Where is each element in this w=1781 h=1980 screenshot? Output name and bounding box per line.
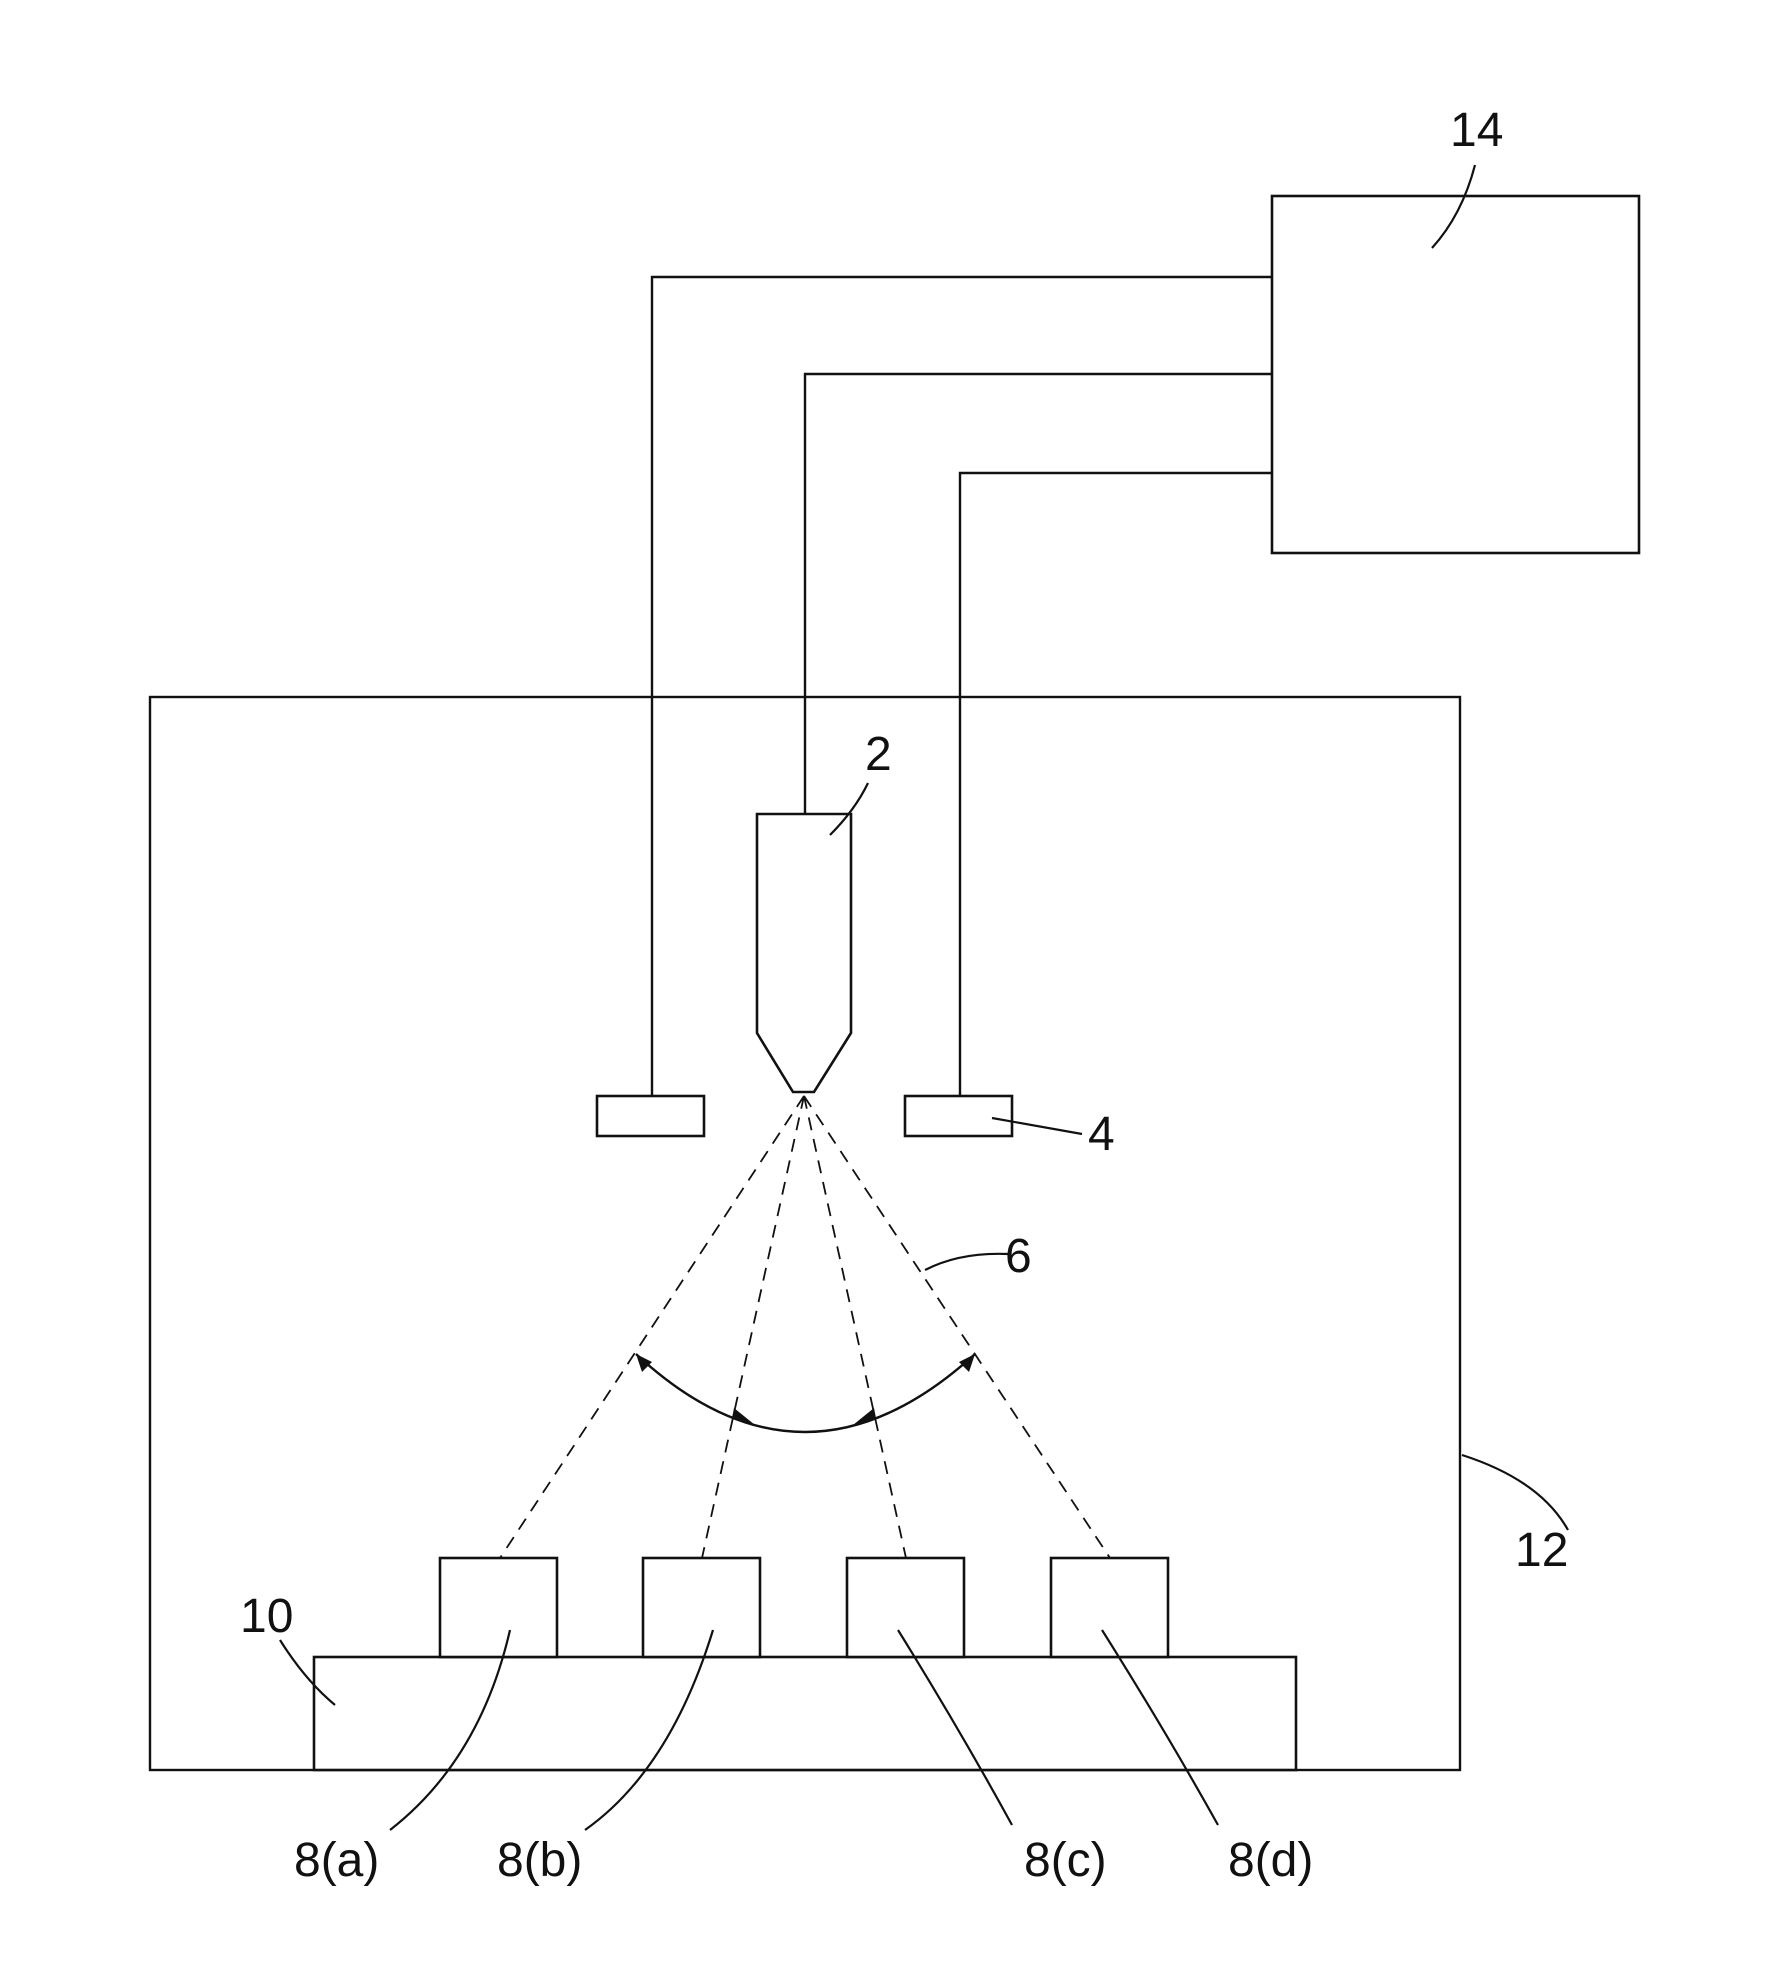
spray-line-a (500, 1096, 804, 1558)
label-nozzle: 2 (865, 728, 892, 781)
arc-arrow-right-end-icon (959, 1354, 975, 1372)
sweep-arc (636, 1354, 975, 1432)
substrate-b (643, 1558, 760, 1657)
arc-arrow-left-end-icon (636, 1354, 652, 1372)
label-substrate-c: 8(c) (1024, 1834, 1107, 1887)
label-stage: 10 (240, 1590, 293, 1643)
nozzle (757, 814, 851, 1092)
controller-box (1272, 196, 1639, 553)
label-substrate-a: 8(a) (294, 1834, 379, 1887)
spray-line-b (702, 1096, 804, 1558)
spray-line-d (804, 1096, 1110, 1558)
wire-left-electrode (652, 277, 1272, 1096)
label-spray: 6 (1005, 1230, 1032, 1283)
label-substrate-d: 8(d) (1228, 1834, 1313, 1887)
label-chamber: 12 (1515, 1524, 1568, 1577)
leader-12 (1462, 1455, 1568, 1530)
substrate-a (440, 1558, 557, 1657)
leader-6 (925, 1254, 1008, 1270)
label-controller: 14 (1450, 104, 1503, 157)
label-substrate-b: 8(b) (497, 1834, 582, 1887)
electrode-right (905, 1096, 1012, 1136)
electrode-left (597, 1096, 704, 1136)
label-electrode: 4 (1088, 1108, 1115, 1161)
spray-line-c (804, 1096, 906, 1558)
wire-right-electrode (960, 473, 1272, 1096)
